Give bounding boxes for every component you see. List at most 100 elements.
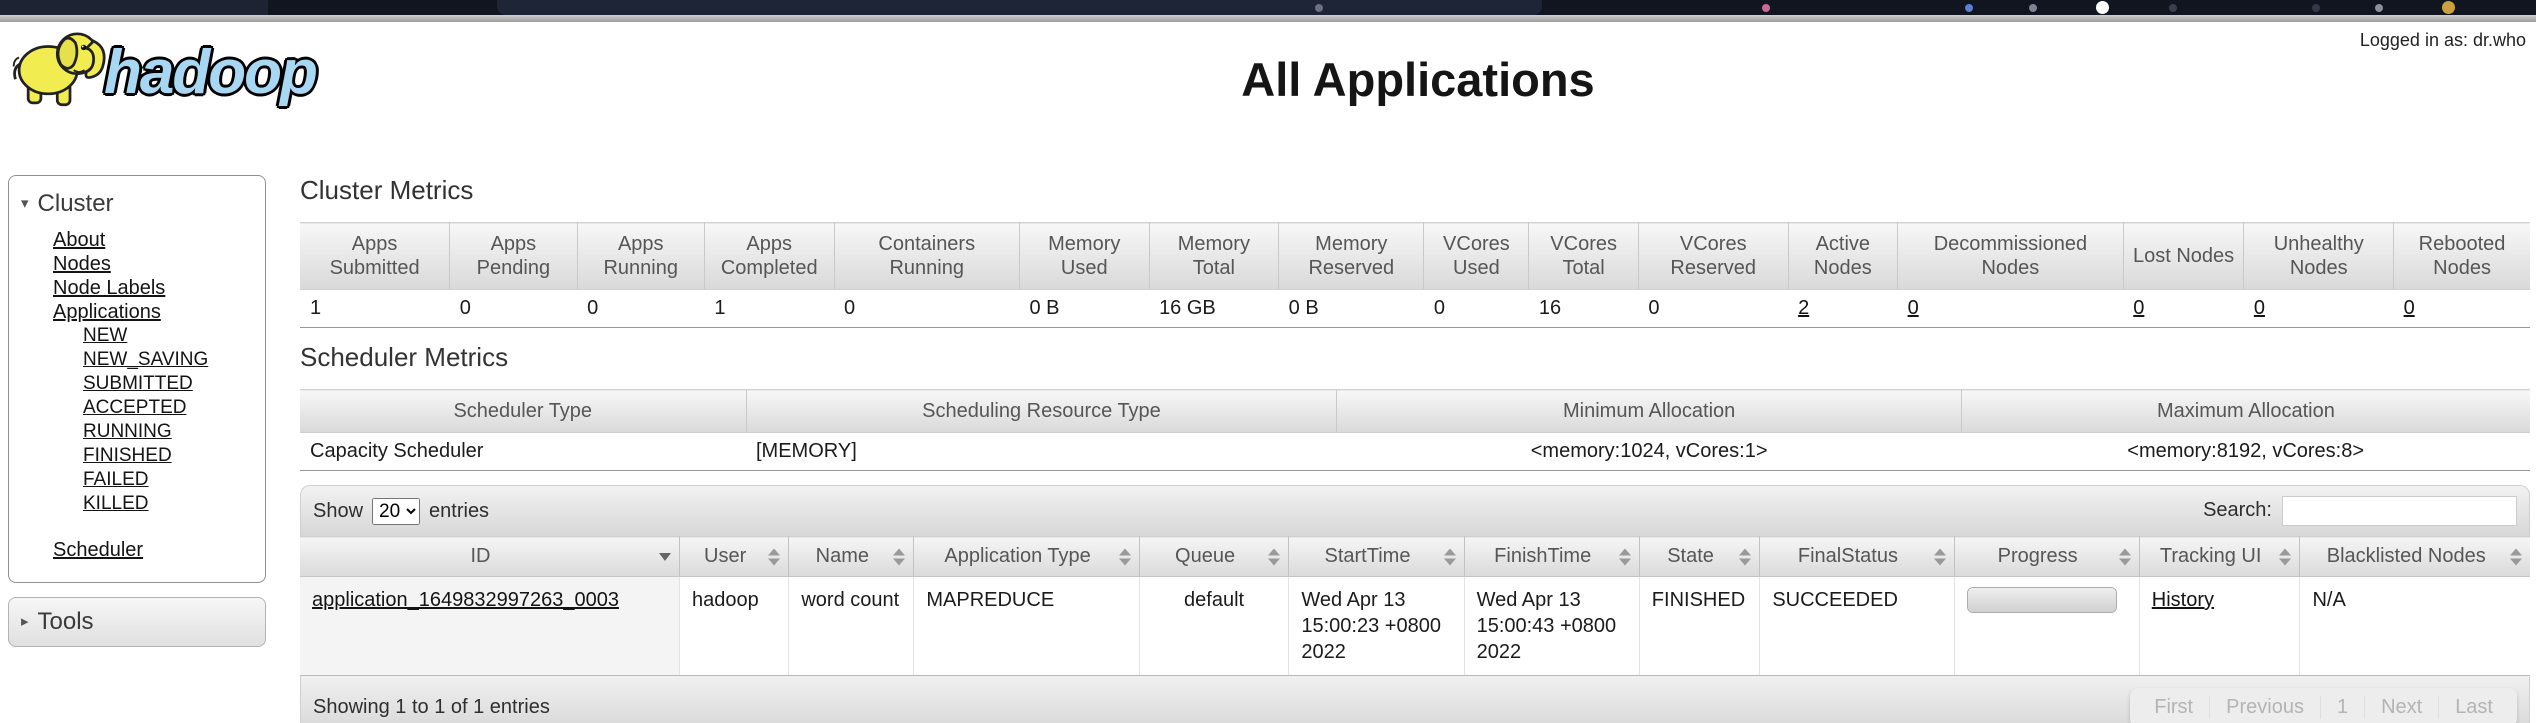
finishtime-cell: Wed Apr 13 15:00:43 +0800 2022 — [1464, 576, 1640, 675]
page-size-select[interactable]: 20 — [372, 497, 421, 525]
unhealthy-nodes-link[interactable]: 0 — [2253, 297, 2265, 319]
tools-section-header[interactable]: ▸Tools — [8, 597, 266, 647]
column-header-application-type[interactable]: Application Type — [913, 536, 1140, 577]
sort-icon — [768, 548, 781, 565]
favicon-dot — [1965, 4, 1973, 12]
active-nodes-link[interactable]: 2 — [1798, 297, 1810, 319]
column-header-blacklisted-nodes[interactable]: Blacklisted Nodes — [2299, 536, 2530, 577]
lost-nodes-link[interactable]: 0 — [2133, 297, 2145, 319]
state-cell: FINISHED — [1639, 576, 1761, 675]
sort-icon — [1443, 548, 1456, 565]
vcores-total-value: 16 — [1528, 289, 1639, 328]
column-header-finalstatus[interactable]: FinalStatus — [1759, 536, 1955, 577]
pagination-last-button[interactable]: Last — [2438, 696, 2509, 719]
starttime-cell: Wed Apr 13 15:00:23 +0800 2022 — [1288, 576, 1465, 675]
queue-cell: default — [1139, 576, 1290, 675]
favicon-dot — [2442, 1, 2455, 14]
column-header-id[interactable]: ID — [300, 536, 680, 577]
pagination-page-1-button[interactable]: 1 — [2319, 696, 2364, 719]
column-header-name[interactable]: Name — [788, 536, 915, 577]
blacklisted-nodes-cell: N/A — [2299, 576, 2530, 675]
cluster-nav-box: ▾ Cluster About Nodes Node Labels Applica… — [8, 175, 266, 583]
chevron-down-icon: ▾ — [21, 195, 29, 212]
memory-total-value: 16 GB — [1149, 289, 1279, 328]
application-id-link[interactable]: application_1649832997263_0003 — [312, 589, 619, 611]
pagination-first-button[interactable]: First — [2154, 696, 2194, 718]
sidebar-item-killed[interactable]: KILLED — [83, 493, 149, 514]
column-header-starttime[interactable]: StartTime — [1288, 536, 1465, 577]
apps-submitted-value: 1 — [300, 289, 450, 328]
decommissioned-nodes-link[interactable]: 0 — [1907, 297, 1919, 319]
column-header-progress[interactable]: Progress — [1954, 536, 2140, 577]
apps-running-value: 0 — [577, 289, 705, 328]
sidebar-item-scheduler[interactable]: Scheduler — [53, 539, 144, 561]
scheduler-metrics-value-row: Capacity Scheduler [MEMORY] <memory:1024… — [300, 432, 2530, 471]
column-header-user[interactable]: User — [679, 536, 790, 577]
column-header: Scheduler Type — [300, 389, 747, 433]
chevron-right-icon: ▸ — [21, 613, 29, 630]
cluster-metrics-value-row: 1 0 0 1 0 0 B 16 GB 0 B 0 16 0 2 0 0 0 0 — [300, 289, 2530, 328]
sidebar-item-failed[interactable]: FAILED — [83, 469, 149, 490]
column-header: Active Nodes — [1788, 222, 1899, 290]
user-cell: hadoop — [679, 576, 790, 675]
favicon-dot — [2096, 1, 2109, 14]
application-row: application_1649832997263_0003 hadoop wo… — [300, 576, 2530, 675]
sidebar-item-applications[interactable]: Applications — [53, 301, 161, 323]
sidebar-item-new-saving[interactable]: NEW_SAVING — [83, 349, 209, 370]
sidebar-item-nodes[interactable]: Nodes — [53, 253, 111, 275]
sidebar-item-new[interactable]: NEW — [83, 325, 128, 346]
column-header: Apps Pending — [449, 222, 578, 290]
sidebar-item-finished[interactable]: FINISHED — [83, 445, 172, 466]
search-input[interactable] — [2282, 496, 2517, 526]
applications-table: ID User Name Application Type Queue Star… — [300, 536, 2530, 675]
sidebar-item-accepted[interactable]: ACCEPTED — [83, 397, 187, 418]
cluster-section-label: Cluster — [37, 190, 114, 217]
browser-address-bar — [497, 0, 1542, 15]
column-header: Lost Nodes — [2123, 222, 2245, 290]
sort-icon — [2279, 548, 2292, 565]
application-type-cell: MAPREDUCE — [913, 576, 1140, 675]
chrome-divider — [0, 15, 2536, 22]
apps-pending-value: 0 — [449, 289, 578, 328]
column-header: Memory Used — [1019, 222, 1150, 290]
logged-in-status: Logged in as: dr.who — [2359, 30, 2526, 50]
rebooted-nodes-link[interactable]: 0 — [2403, 297, 2415, 319]
column-header-tracking-ui[interactable]: Tracking UI — [2139, 536, 2301, 577]
pagination-previous-button[interactable]: Previous — [2209, 696, 2320, 719]
sidebar-item-node-labels[interactable]: Node Labels — [53, 277, 166, 299]
minimum-allocation-value: <memory:1024, vCores:1> — [1336, 432, 1962, 471]
sidebar-item-about[interactable]: About — [53, 229, 106, 251]
scheduling-resource-type-value: [MEMORY] — [746, 432, 1337, 471]
sort-icon — [1933, 548, 1946, 565]
entries-label: entries — [429, 499, 490, 522]
scheduler-metrics-header-row: Scheduler Type Scheduling Resource Type … — [300, 389, 2530, 433]
column-header: Memory Reserved — [1278, 222, 1425, 290]
column-header-state[interactable]: State — [1639, 536, 1761, 577]
main-content: Cluster Metrics Apps Submitted Apps Pend… — [300, 175, 2530, 723]
applications-header-row: ID User Name Application Type Queue Star… — [300, 536, 2530, 577]
tracking-ui-history-link[interactable]: History — [2151, 589, 2215, 611]
hadoop-logo-text: hadoop — [104, 37, 318, 107]
column-header-finishtime[interactable]: FinishTime — [1464, 536, 1640, 577]
column-header: VCores Used — [1423, 222, 1530, 290]
apps-completed-value: 1 — [704, 289, 835, 328]
column-header: Decommissioned Nodes — [1897, 222, 2124, 290]
column-header-queue[interactable]: Queue — [1139, 536, 1290, 577]
sidebar-item-running[interactable]: RUNNING — [83, 421, 172, 442]
column-header: VCores Reserved — [1638, 222, 1789, 290]
hadoop-logo: hadoop — [10, 26, 318, 118]
search-label: Search: — [2203, 499, 2272, 521]
sort-icon — [1268, 548, 1281, 565]
cluster-section-header[interactable]: ▾ Cluster — [9, 190, 265, 218]
pagination-next-button[interactable]: Next — [2364, 696, 2438, 719]
column-header: Apps Completed — [704, 222, 835, 290]
column-header: Scheduling Resource Type — [746, 389, 1338, 433]
sort-desc-icon — [658, 552, 671, 561]
sidebar-item-submitted[interactable]: SUBMITTED — [83, 373, 193, 394]
column-header: Minimum Allocation — [1336, 389, 1962, 433]
name-cell: word count — [788, 576, 915, 675]
finalstatus-cell: SUCCEEDED — [1759, 576, 1955, 675]
hadoop-elephant-icon — [12, 32, 106, 107]
favicon-dot — [2375, 4, 2383, 12]
